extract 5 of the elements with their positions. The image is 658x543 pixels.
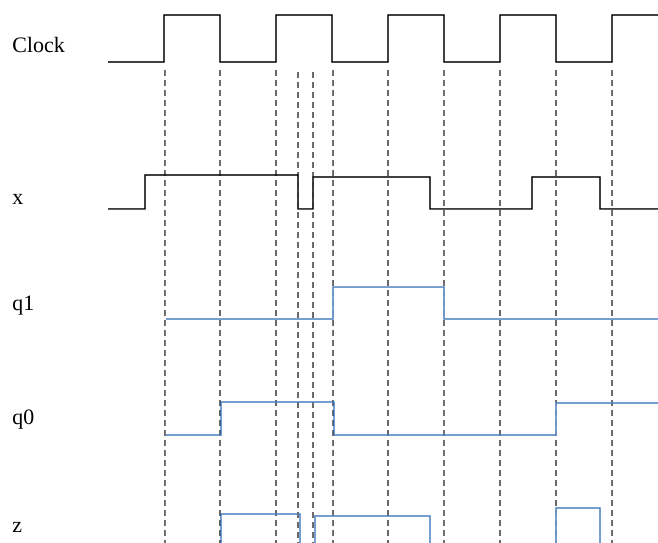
signal-label: x [12, 194, 23, 204]
signal-label: Clock [13, 36, 65, 52]
signal-label: q0 [13, 409, 34, 429]
signal-label: z [12, 522, 22, 532]
signal-label: q1 [13, 295, 33, 315]
